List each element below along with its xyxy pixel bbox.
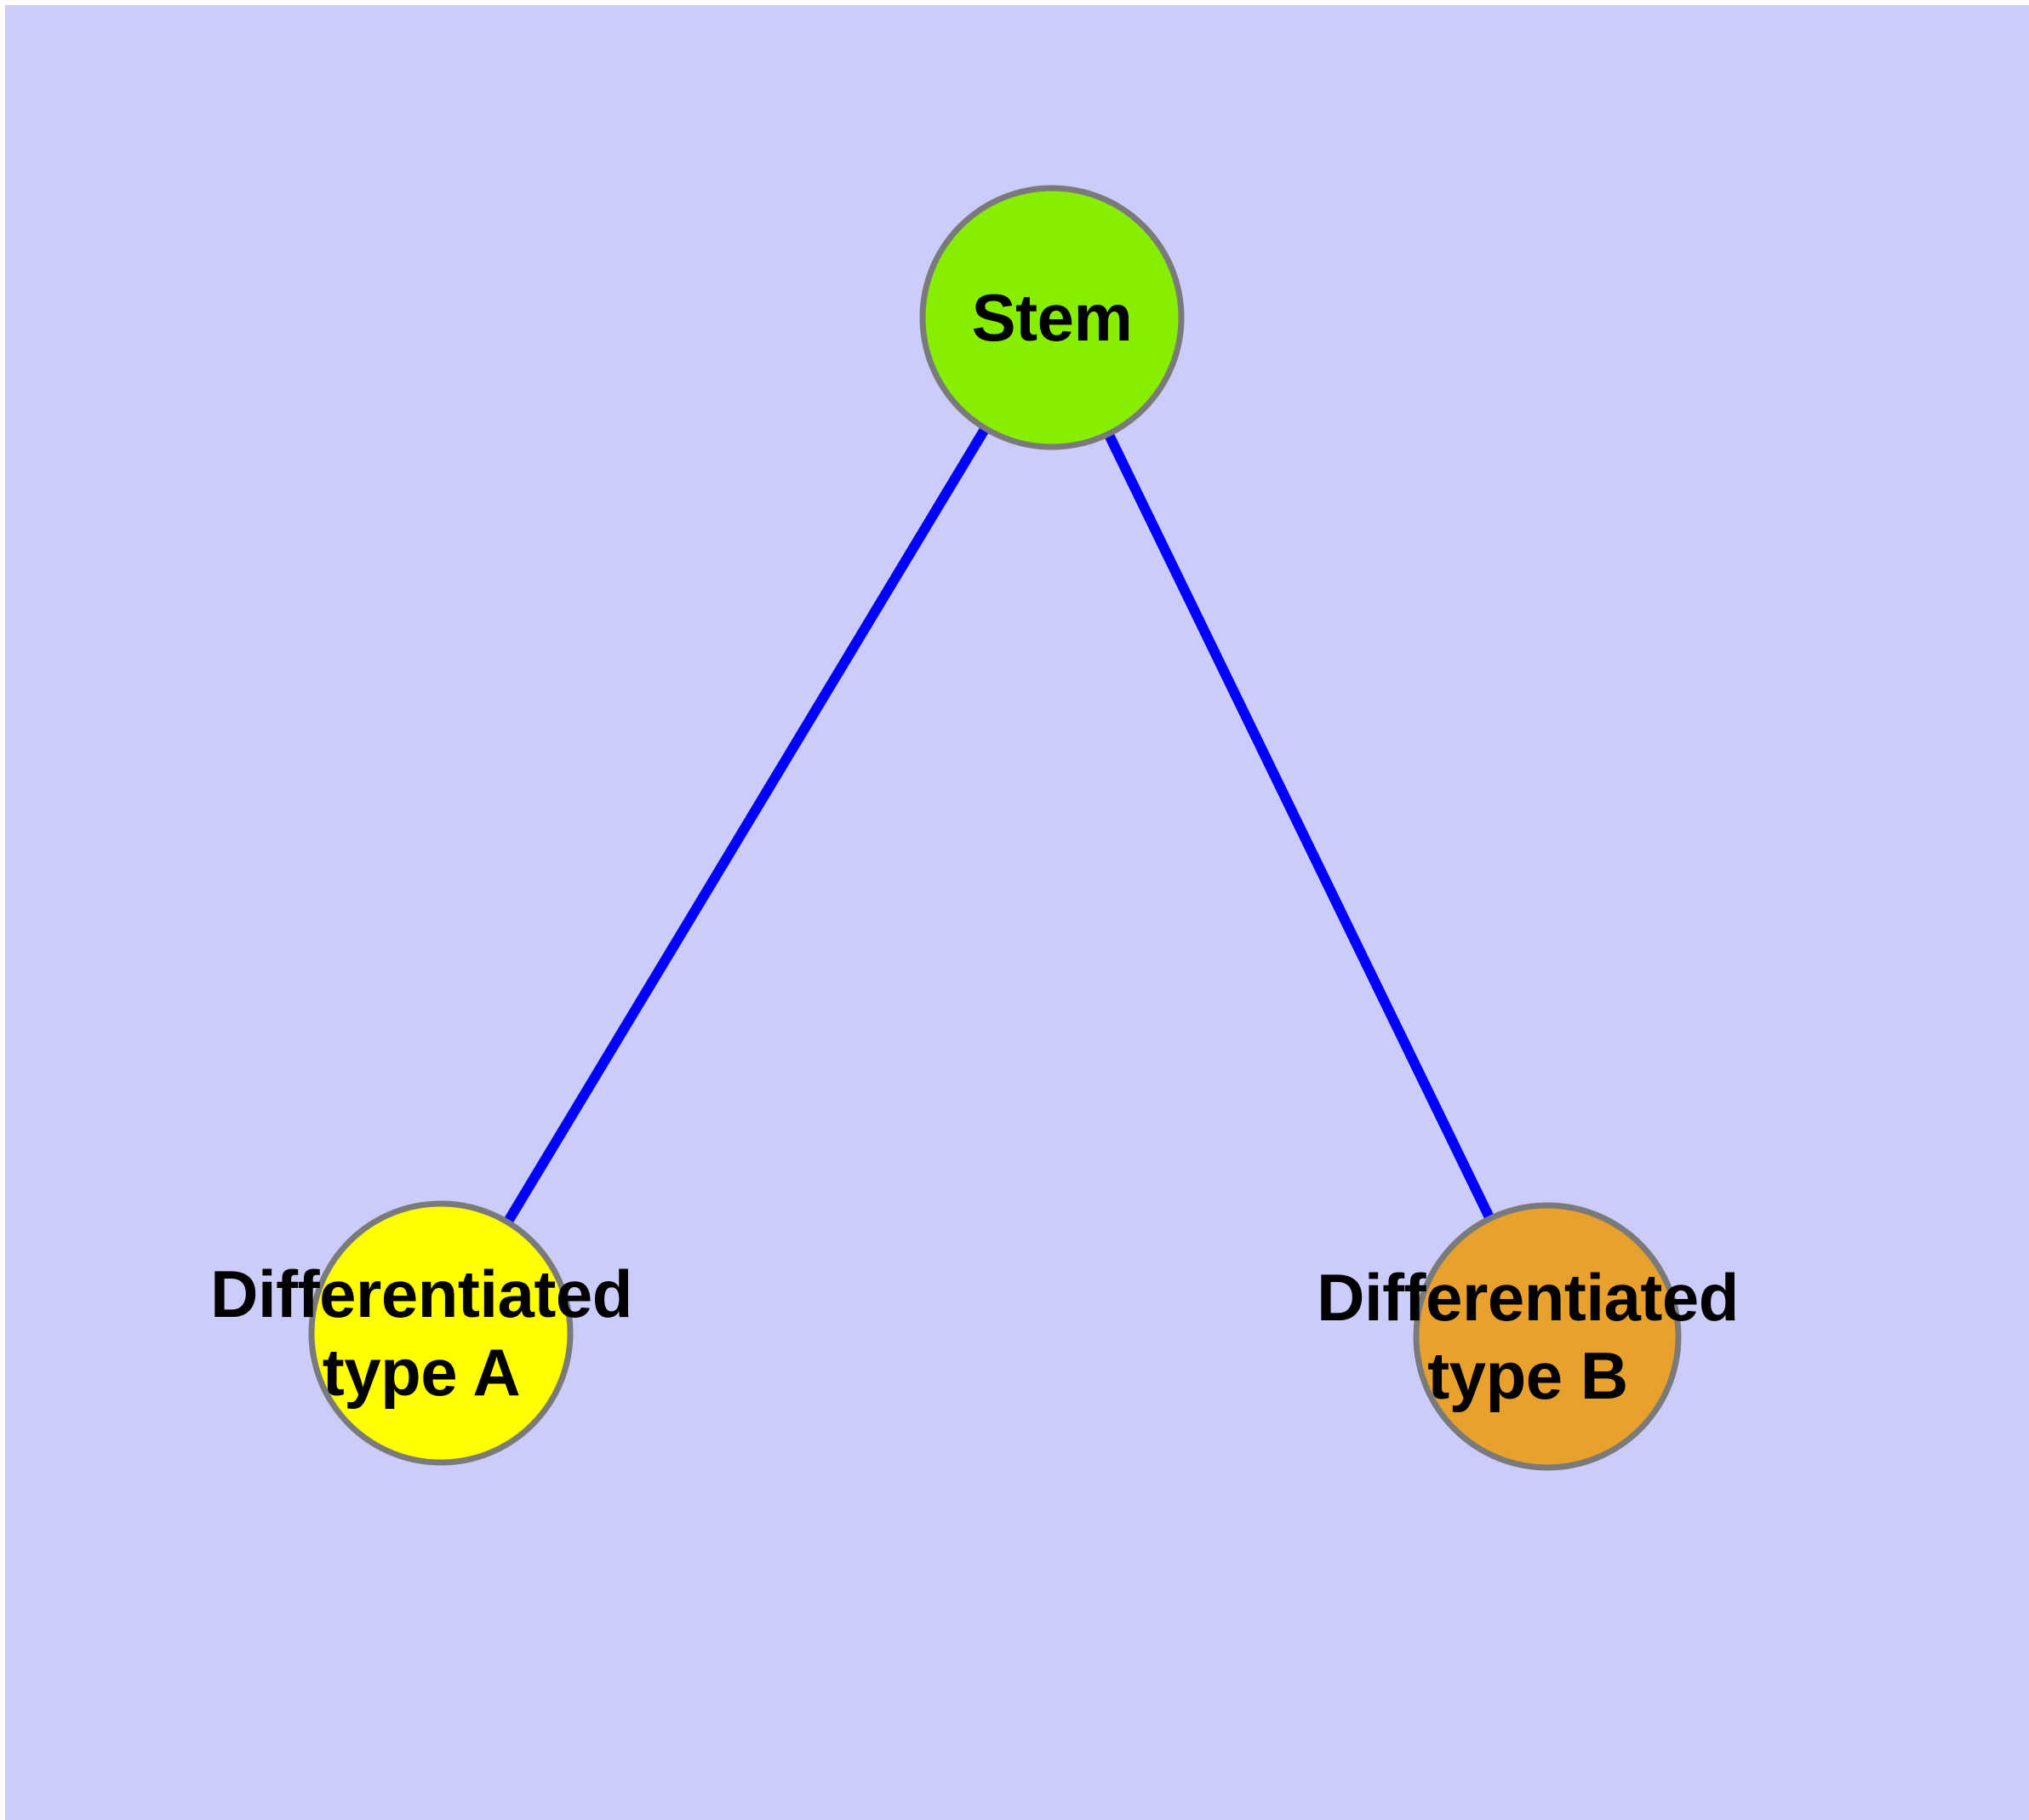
graph-edge-stem-to-diff-a: [501, 422, 992, 1228]
graph-node-diff-b[interactable]: [1413, 1202, 1682, 1471]
graph-node-stem[interactable]: [919, 185, 1185, 450]
graph-node-diff-a[interactable]: [308, 1200, 574, 1466]
graph-edge-stem-to-diff-b: [1102, 428, 1496, 1224]
edges-group: [501, 422, 1496, 1228]
nodes-group: [308, 185, 1682, 1471]
